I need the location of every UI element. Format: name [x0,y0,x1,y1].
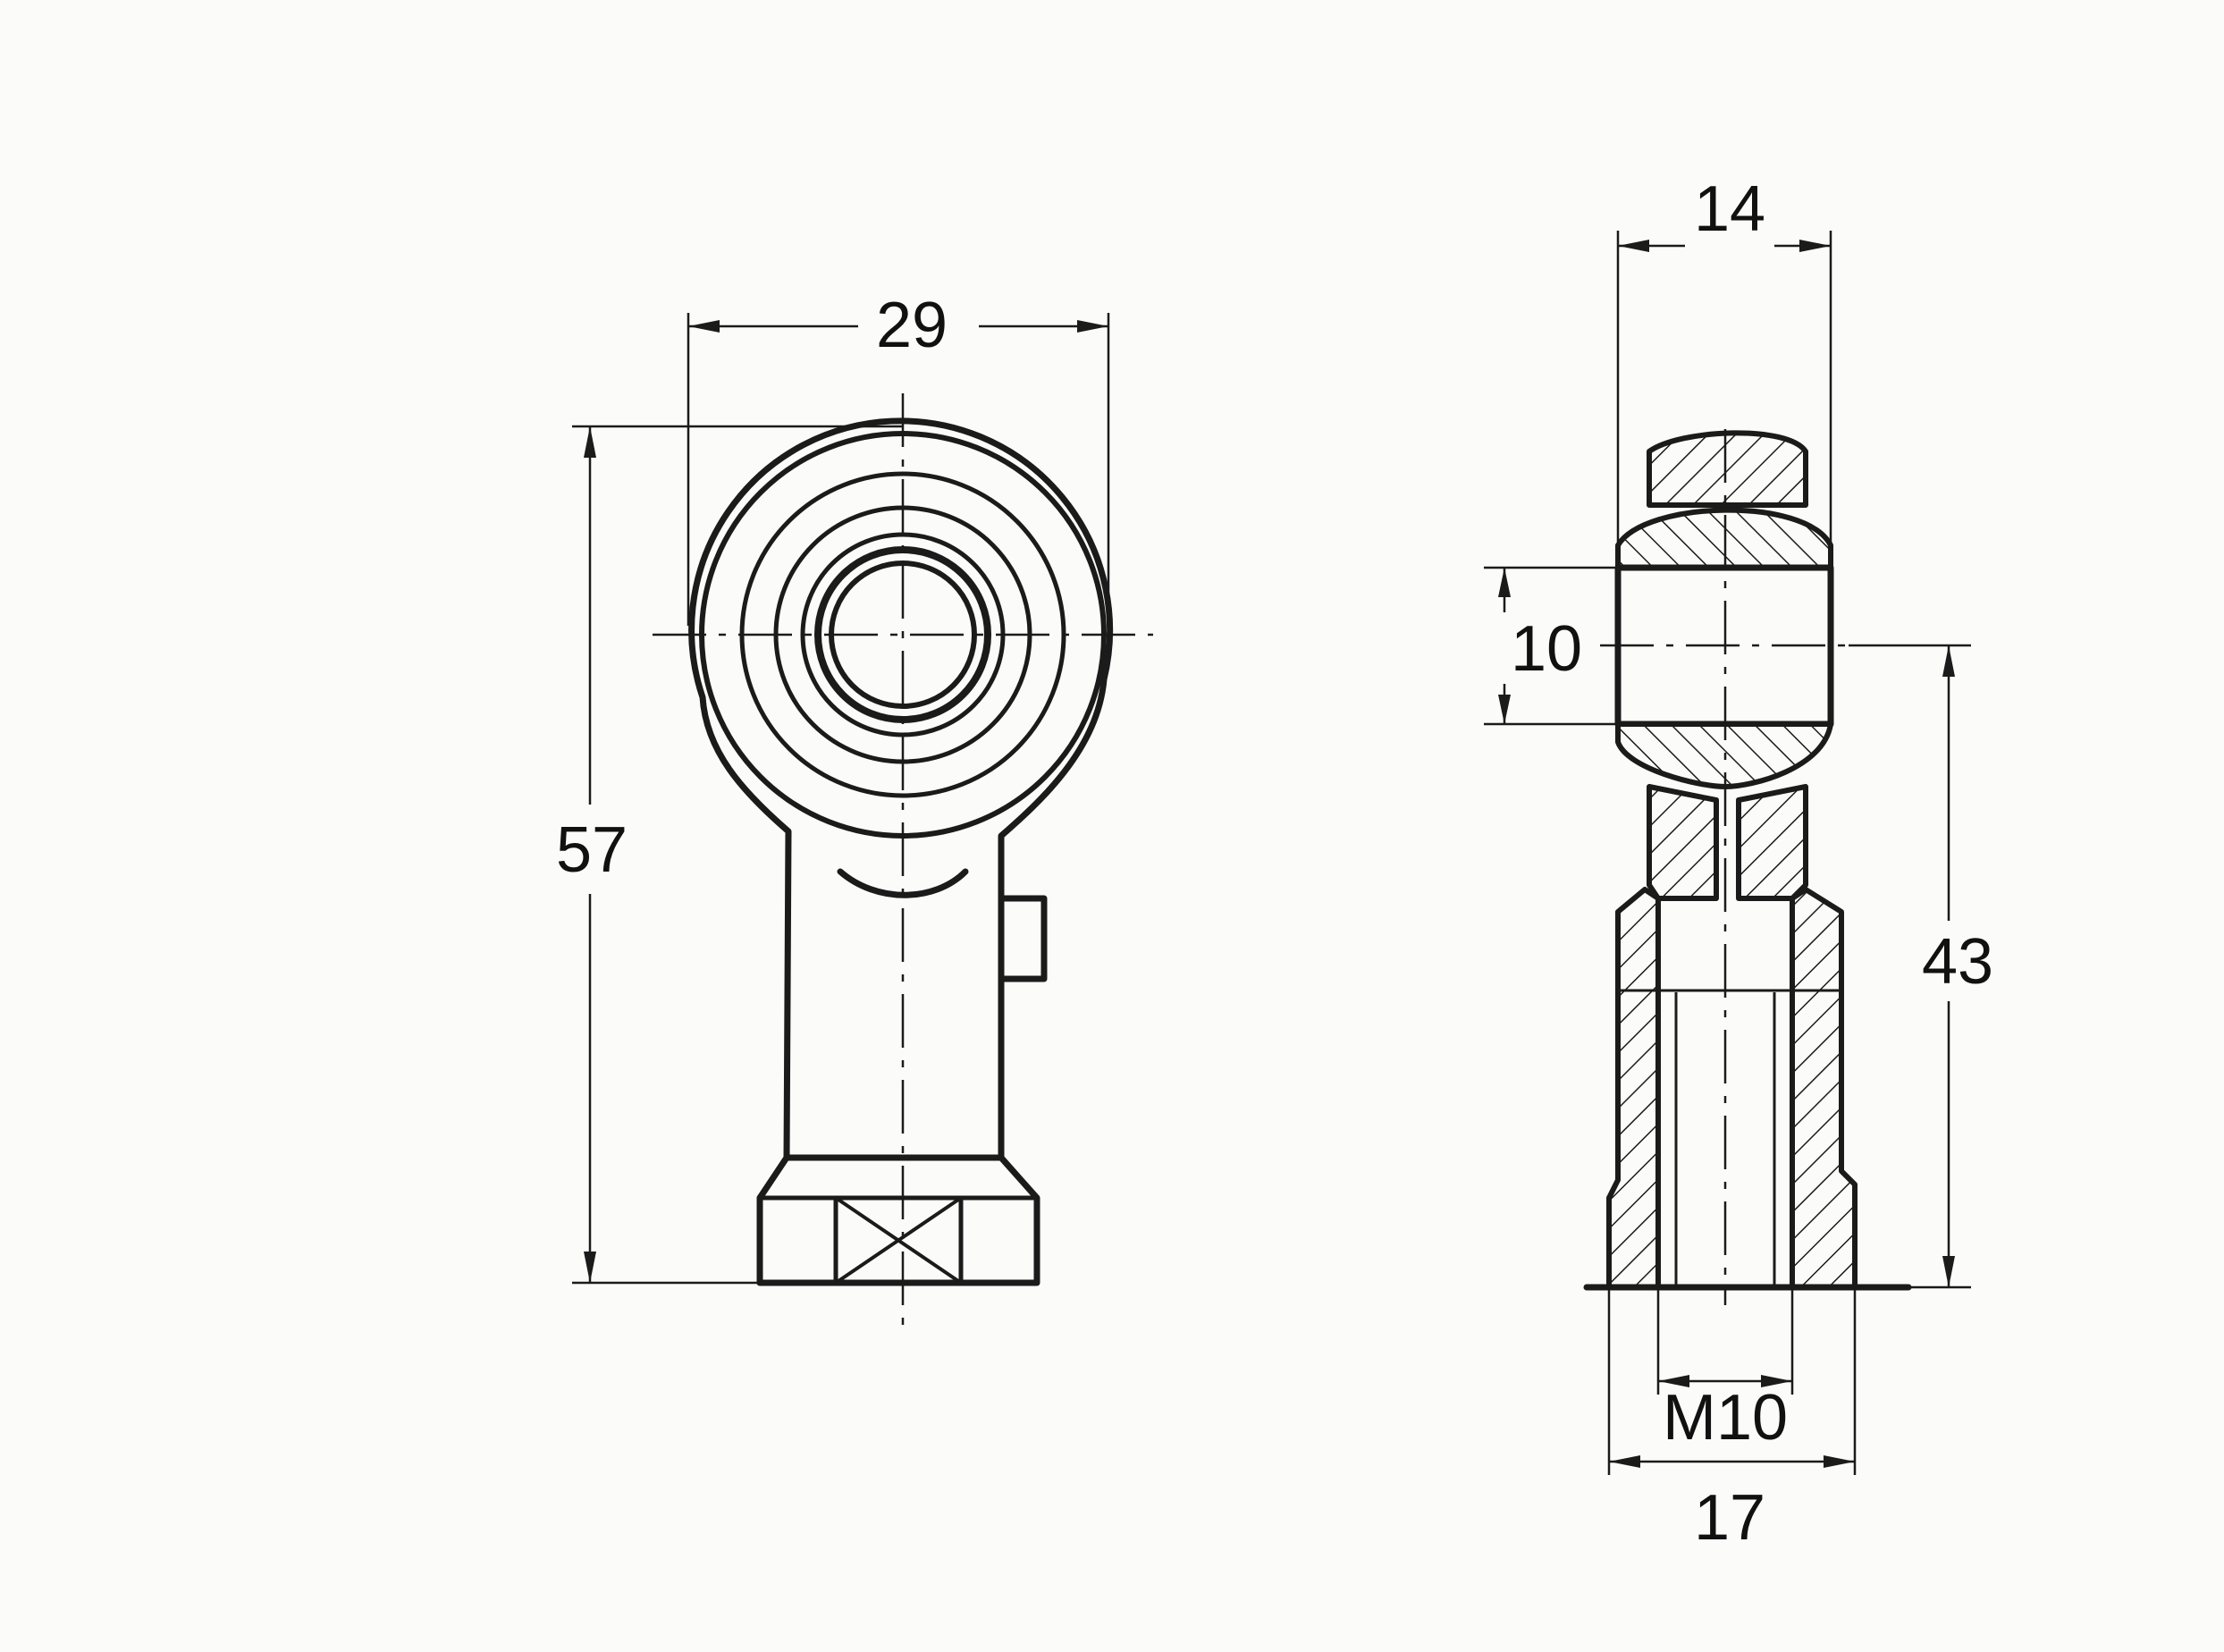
neck-right [1736,784,1808,901]
front-view-outline [688,417,1114,1161]
dim-thread: M10 [1656,1287,1794,1454]
dim-label-29: 29 [876,290,948,361]
neck-left [1647,784,1719,901]
body-right-wall [1790,887,1858,1290]
dim-label-17: 17 [1694,1482,1765,1554]
side-tab [998,895,1048,982]
side-view [1583,429,1912,1305]
dim-bore: 10 [1484,566,1618,726]
dim-label-m10: M10 [1663,1382,1788,1454]
wrench-flat [833,1195,964,1285]
dim-thread-length: 43 [1849,644,1993,1289]
dim-label-43: 43 [1922,926,1993,998]
hex-base [756,1154,1040,1286]
dim-front-width: 29 [687,290,1110,626]
dim-label-10: 10 [1511,613,1582,685]
neck-curve [837,868,969,898]
dim-label-14: 14 [1694,173,1765,245]
front-view [653,393,1153,1336]
dim-label-57: 57 [556,814,628,886]
dim-body-width: 17 [1607,1287,1857,1554]
outer-ring-top [1647,430,1808,508]
dim-side-width: 14 [1616,173,1832,545]
dim-front-height: 57 [556,425,903,1285]
body-left-wall [1606,887,1661,1290]
